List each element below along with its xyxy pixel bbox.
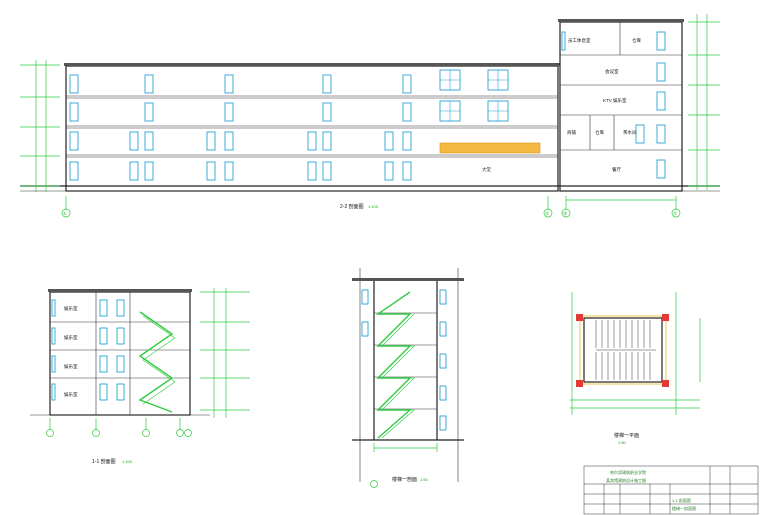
room-label-ktv: KTV 娱乐室 — [603, 97, 627, 104]
title-block: 哈尔滨建筑职业学院 某宾馆建筑设计施工图 1-1 剖面图 楼梯一剖面图 — [583, 465, 759, 515]
title-block-project: 某宾馆建筑设计施工图 — [606, 477, 646, 483]
room-label-1-1-c: 娱乐室 — [64, 363, 78, 370]
axis-label-17: ⑰ — [673, 210, 677, 216]
room-label-1-1-b: 娱乐室 — [64, 334, 78, 341]
section-1-1-scale: 1:100 — [122, 459, 133, 464]
section-2-2-scale: 1:100 — [368, 204, 379, 209]
axis-label-14: ⑭ — [563, 210, 567, 216]
title-block-school: 哈尔滨建筑职业学院 — [610, 469, 646, 475]
room-label-lobby: 大堂 — [482, 166, 491, 173]
stair-plan-scale: 1:50 — [618, 440, 627, 445]
room-label-meeting: 会议室 — [605, 68, 619, 75]
room-label-shop: 商铺 — [567, 129, 576, 136]
stair-section-title: 楼梯一剖面 — [392, 476, 417, 483]
room-label-storage-2: 仓库 — [595, 129, 604, 136]
section-1-1-title: 1-1 剖面图 — [92, 458, 116, 465]
room-label-restaurant: 餐厅 — [612, 166, 621, 173]
room-label-storage: 仓库 — [632, 37, 641, 44]
title-block-drawing-name-2: 楼梯一剖面图 — [672, 505, 696, 511]
stair-plan-title: 楼梯一平面 — [614, 432, 639, 439]
title-block-drawing-name: 1-1 剖面图 — [672, 497, 691, 503]
room-label-1-1-d: 娱乐室 — [64, 391, 78, 398]
axis-label-1: ① — [63, 211, 67, 216]
axis-bubbles-2-2: ① ⑬ ⑭ ⑰ — [61, 208, 681, 218]
stair-section-scale: 1:50 — [420, 477, 429, 482]
section-2-2-title: 2-2 剖面图 — [340, 203, 364, 210]
section-2-2: 员工休息室 仓库 会议室 KTV 娱乐室 商铺 仓库 茶水间 餐厅 大堂 ① — [20, 14, 720, 218]
room-label-staff-lounge: 员工休息室 — [568, 37, 591, 44]
room-label-1-1-a: 娱乐室 — [64, 305, 78, 312]
axis-label-13: ⑬ — [545, 210, 549, 216]
section-1-1: 娱乐室 娱乐室 娱乐室 娱乐室 1-1 剖面图 1:100 — [30, 288, 250, 465]
room-label-tea-room: 茶水间 — [623, 129, 637, 136]
stair-section: 楼梯一剖面 1:50 — [352, 268, 464, 488]
stair-plan: 楼梯一平面 1:50 — [570, 292, 701, 445]
